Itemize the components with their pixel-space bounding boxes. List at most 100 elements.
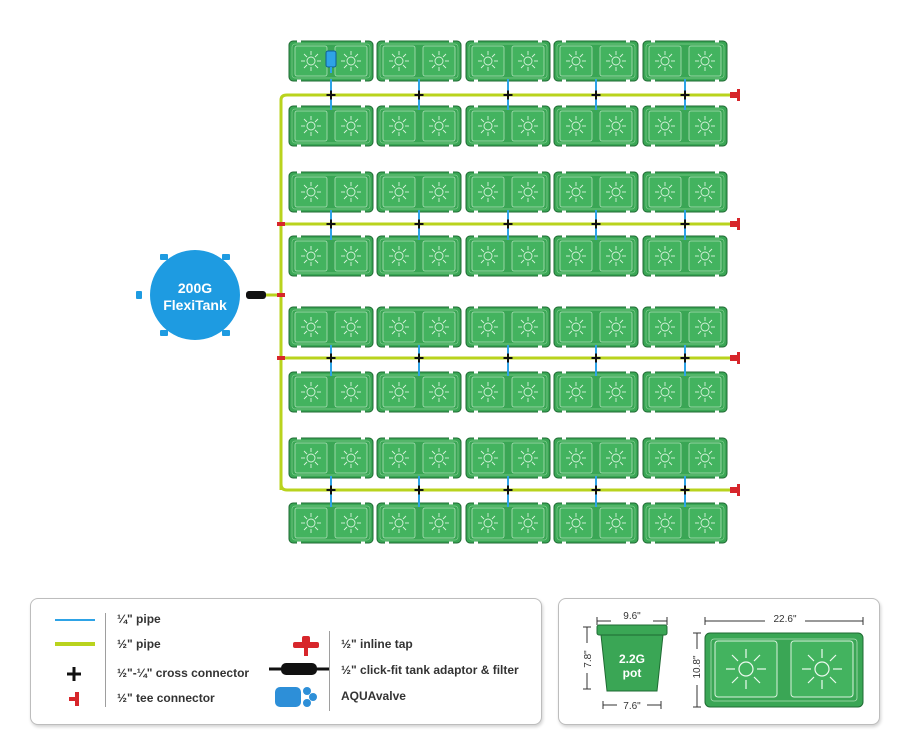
tank-adaptor-icon xyxy=(269,663,329,675)
inline-tap-icon xyxy=(730,352,740,364)
grow-module xyxy=(553,501,639,545)
inline-taps xyxy=(730,89,740,496)
grow-module xyxy=(288,436,374,480)
grow-module xyxy=(376,370,462,414)
grow-module xyxy=(553,104,639,148)
tank-label-line1: 200G xyxy=(178,280,212,296)
tray-height-label: 10.8" xyxy=(692,655,703,678)
grow-module xyxy=(288,501,374,545)
tray-icon xyxy=(704,632,864,708)
cross-connector-icon xyxy=(503,90,513,100)
pot-height-label: 7.8" xyxy=(583,650,594,668)
main-pipe-vertical xyxy=(279,93,288,490)
cross-connector-icon xyxy=(591,219,601,229)
grow-module xyxy=(465,436,551,480)
pot-label-line2: pot xyxy=(623,666,642,680)
inline-tap-icon xyxy=(730,218,740,230)
grow-module xyxy=(376,234,462,278)
grow-module xyxy=(642,501,728,545)
legend-label-quarter-pipe: ¼" pipe xyxy=(117,612,161,626)
pot-width-label: 9.6" xyxy=(623,611,641,622)
grow-module xyxy=(642,104,728,148)
cross-connector-icon xyxy=(326,219,336,229)
flexitank: 200G FlexiTank xyxy=(136,250,254,340)
cross-connector-icon xyxy=(326,353,336,363)
cross-connector-icon xyxy=(680,219,690,229)
grow-module xyxy=(553,39,639,83)
pot-icon xyxy=(596,624,668,692)
grow-module xyxy=(465,234,551,278)
cross-connector-icon xyxy=(67,667,81,681)
cross-connector-icon xyxy=(414,485,424,495)
grow-module xyxy=(288,104,374,148)
cross-connector-icon xyxy=(326,485,336,495)
cross-connector-icon xyxy=(591,90,601,100)
tee-connector-icon xyxy=(277,293,285,297)
dimensions-panel: 9.6" 7.8" 2.2G pot 7.6" 22.6" 10.8" xyxy=(558,598,880,725)
inline-tap-icon xyxy=(293,636,319,656)
grow-module xyxy=(376,436,462,480)
grow-module xyxy=(288,170,374,214)
grow-module xyxy=(376,170,462,214)
legend-divider-right xyxy=(329,631,330,711)
grow-module xyxy=(642,305,728,349)
legend-label-tee-connector: ½" tee connector xyxy=(117,691,215,705)
tray-width-label: 22.6" xyxy=(773,614,796,625)
grow-module xyxy=(288,234,374,278)
cross-connector-icon xyxy=(591,353,601,363)
grow-module xyxy=(465,305,551,349)
cross-connector-icon xyxy=(591,485,601,495)
grow-module xyxy=(642,170,728,214)
cross-connectors xyxy=(326,90,690,495)
tee-connectors xyxy=(277,222,285,360)
legend-label-half-pipe: ½" pipe xyxy=(117,637,161,651)
grow-module xyxy=(376,501,462,545)
cross-connector-icon xyxy=(503,485,513,495)
cross-connector-icon xyxy=(680,353,690,363)
branch-pipe-4 xyxy=(279,483,733,492)
grow-module xyxy=(465,370,551,414)
grow-module xyxy=(288,370,374,414)
pot-base-label: 7.6" xyxy=(623,701,641,712)
grow-module xyxy=(642,234,728,278)
half-pipe-icon xyxy=(55,642,95,646)
legend-label-tank-adaptor: ½" click-fit tank adaptor & filter xyxy=(341,663,519,677)
cross-connector-icon xyxy=(503,219,513,229)
legend-label-cross-connector: ½"-¼" cross connector xyxy=(117,666,250,680)
legend-label-aquavalve: AQUAvalve xyxy=(341,689,406,703)
grow-module xyxy=(642,436,728,480)
cross-connector-icon xyxy=(503,353,513,363)
tee-connector-icon xyxy=(277,222,285,226)
cross-connector-icon xyxy=(680,485,690,495)
quarter-pipe-icon xyxy=(55,619,95,621)
grow-module xyxy=(642,370,728,414)
half-pipes xyxy=(264,93,733,492)
legend-label-inline-tap: ½" inline tap xyxy=(341,637,413,651)
legend-divider-left xyxy=(105,613,106,707)
grow-module xyxy=(288,305,374,349)
grow-module xyxy=(376,104,462,148)
legend-panel: ¼" pipe ½" pipe ½"-¼" cross connector ½"… xyxy=(30,598,542,725)
aquavalve-icon xyxy=(325,50,337,73)
aquavalve-icon xyxy=(275,687,317,707)
tee-connector-icon xyxy=(277,356,285,360)
grow-module xyxy=(376,305,462,349)
grow-module xyxy=(553,305,639,349)
pot-label-line1: 2.2G xyxy=(619,652,645,666)
cross-connector-icon xyxy=(414,219,424,229)
grow-modules xyxy=(288,39,728,545)
cross-connector-icon xyxy=(326,90,336,100)
inline-tap-icon xyxy=(730,89,740,101)
tee-connector-icon xyxy=(69,692,79,706)
grow-module xyxy=(553,234,639,278)
dimension-drawings: 9.6" 7.8" 2.2G pot 7.6" 22.6" 10.8" xyxy=(583,611,864,712)
grow-module xyxy=(465,170,551,214)
grow-module xyxy=(642,39,728,83)
grow-module xyxy=(553,370,639,414)
inline-tap-icon xyxy=(730,484,740,496)
tank-adaptor-icon xyxy=(246,291,266,299)
cross-connector-icon xyxy=(680,90,690,100)
grow-module xyxy=(465,104,551,148)
cross-connector-icon xyxy=(414,353,424,363)
